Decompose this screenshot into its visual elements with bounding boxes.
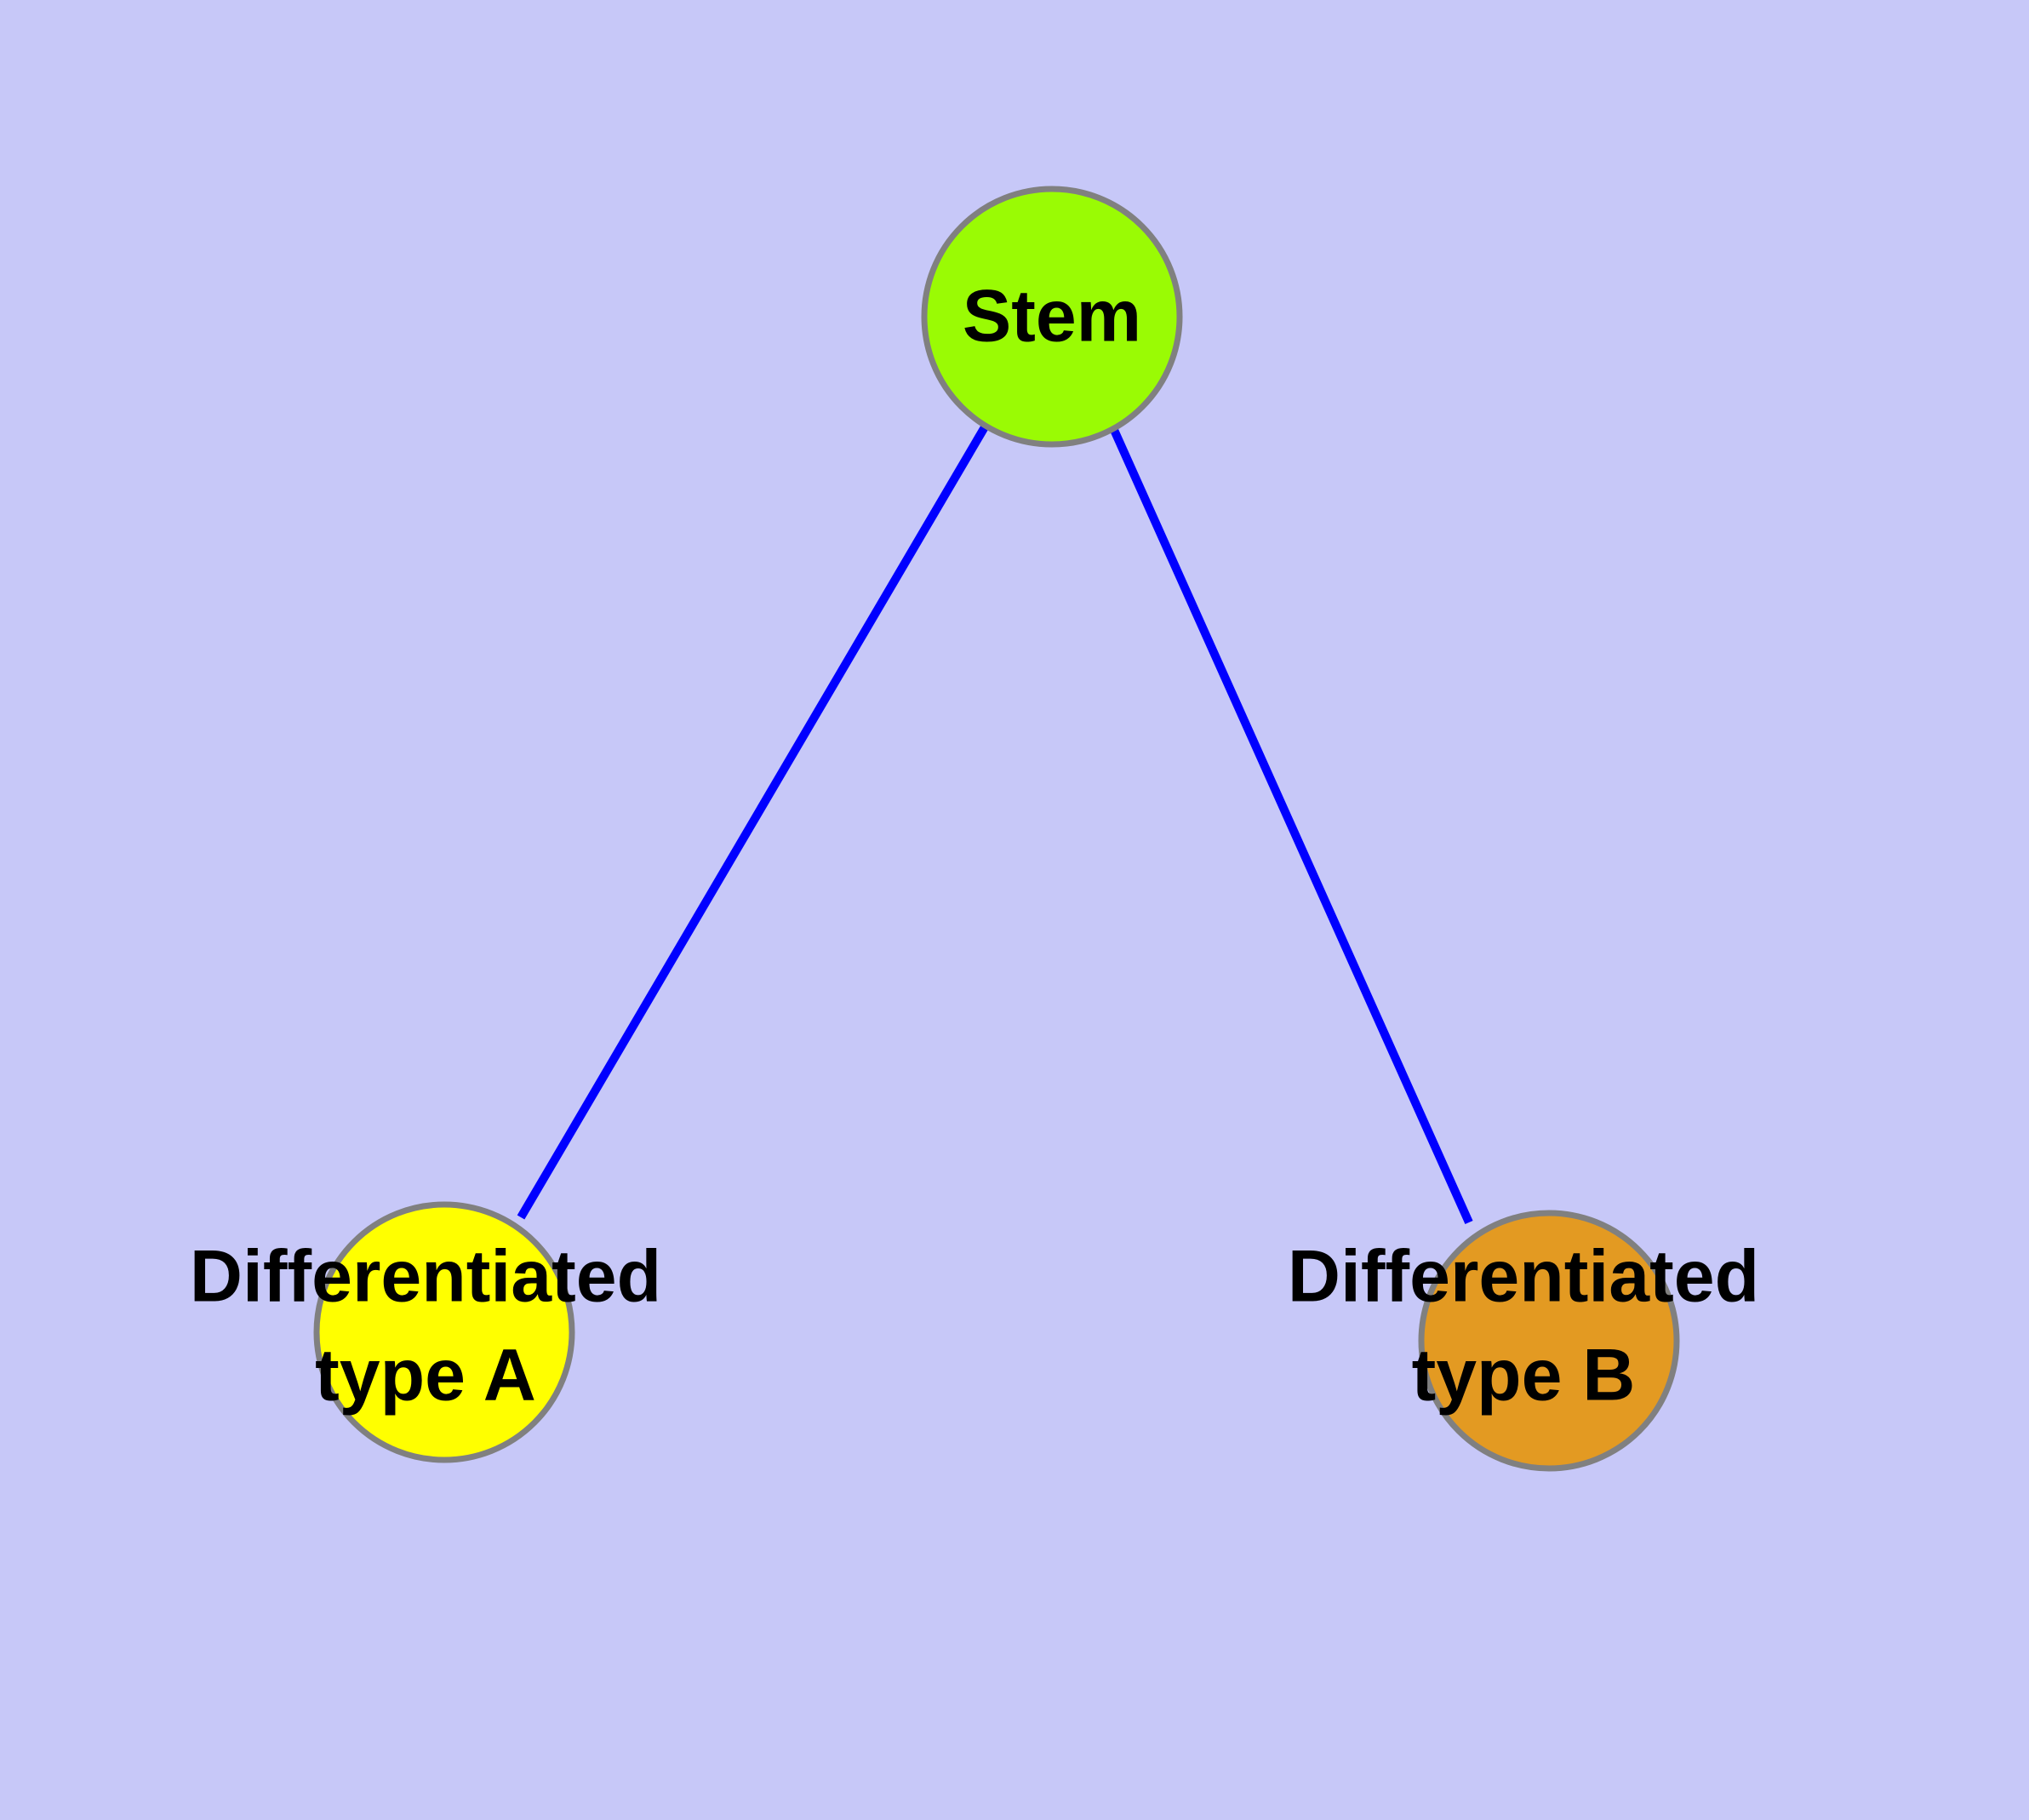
node-differentiated-type-a[interactable]: Differentiated type A: [190, 1201, 661, 1463]
node-stem-label: Stem: [963, 276, 1141, 358]
node-differentiated-type-a-label-line1: Differentiated: [190, 1236, 661, 1318]
node-differentiated-type-b-label-line1: Differentiated: [1288, 1236, 1759, 1318]
edge-group: [517, 423, 1473, 1225]
edge-stem-to-differentiated-type-a[interactable]: [517, 423, 990, 1220]
node-differentiated-type-a-label-line2: type A: [315, 1335, 536, 1417]
edge-stem-to-differentiated-type-b[interactable]: [1110, 427, 1473, 1225]
node-differentiated-type-b[interactable]: Differentiated type B: [1288, 1210, 1759, 1472]
node-stem-circle[interactable]: [921, 186, 1183, 448]
node-differentiated-type-a-circle[interactable]: [313, 1201, 575, 1463]
node-differentiated-type-b-circle[interactable]: [1418, 1210, 1680, 1472]
node-stem[interactable]: Stem: [921, 186, 1183, 448]
node-differentiated-type-b-label-line2: type B: [1412, 1335, 1636, 1417]
node-group: Stem Differentiated type A Differentiate…: [190, 186, 1759, 1472]
